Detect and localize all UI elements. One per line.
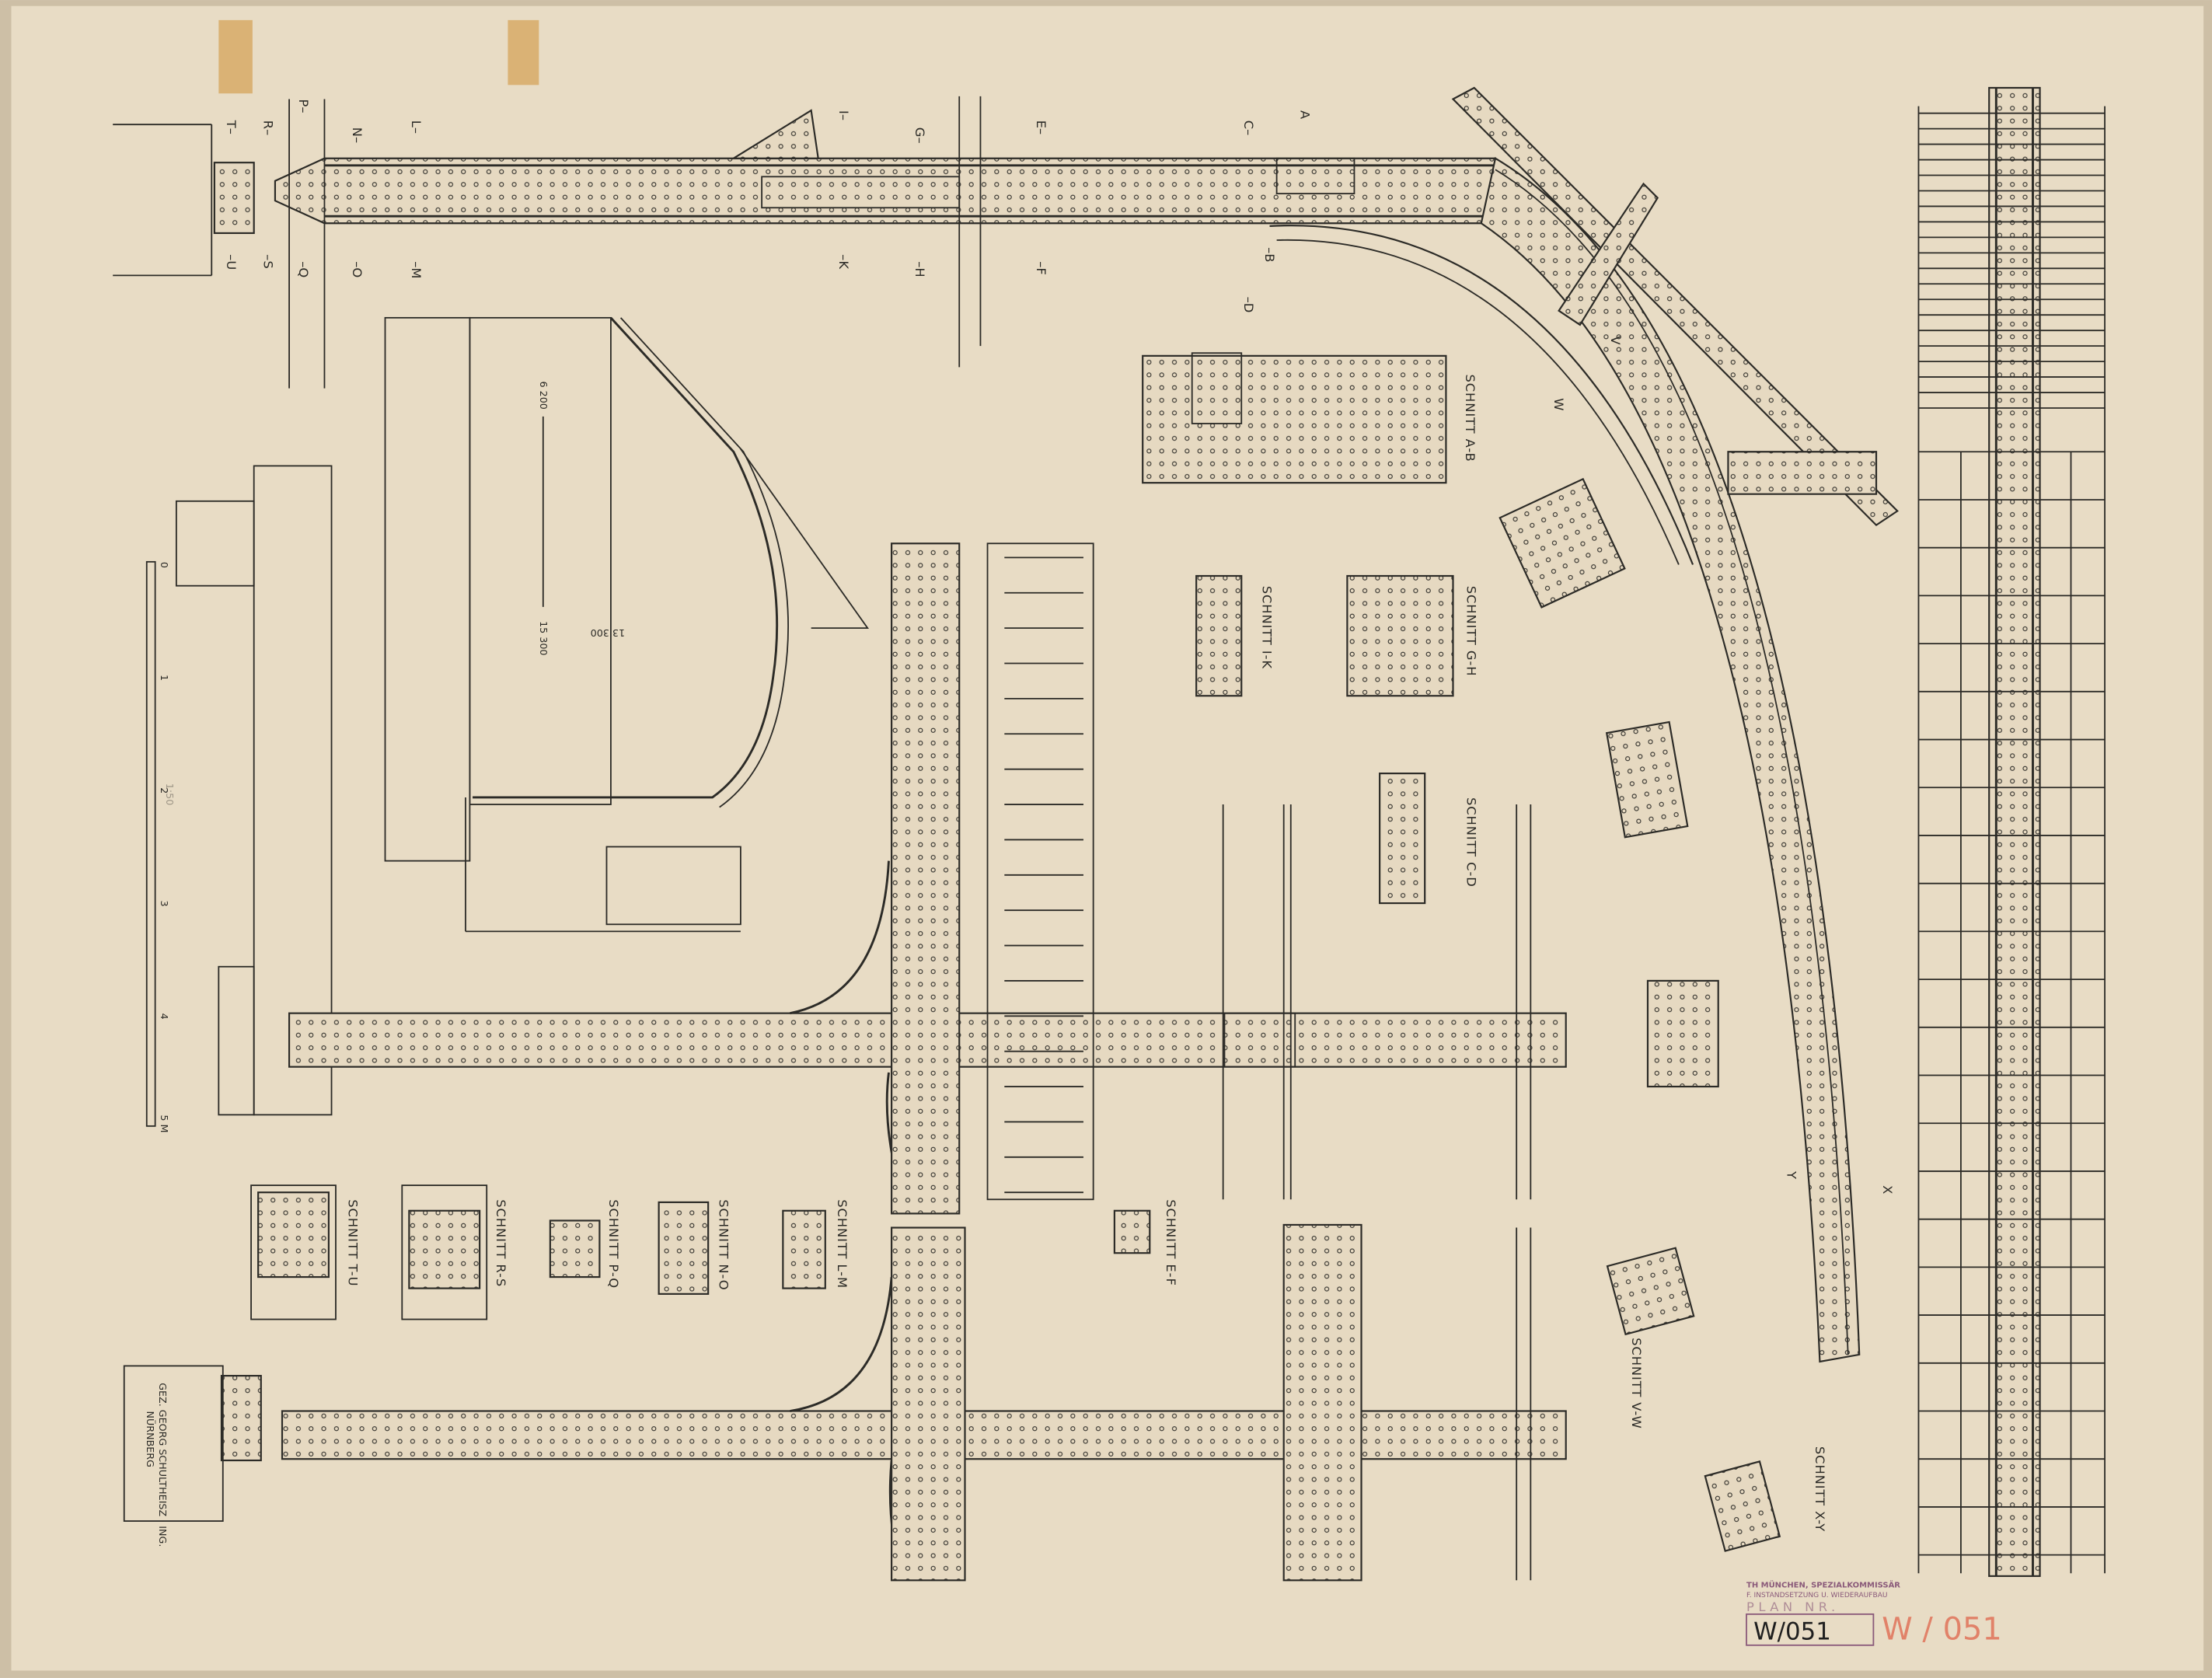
dimension-13300: 13 300: [591, 627, 625, 639]
svg-text:N–: N–: [350, 127, 365, 143]
plan-number: W/051: [1753, 1618, 1831, 1646]
label-schnitt-p-q: SCHNITT P-Q: [606, 1199, 621, 1289]
svg-text:–Q: –Q: [296, 261, 311, 277]
curved-girder: [1269, 86, 1899, 1363]
tape-left: [218, 19, 253, 94]
stamp-line-2: F. INSTANDSETZUNG U. WIEDERAUFBAU: [1746, 1592, 1888, 1600]
dimension-6200: 6 200: [538, 382, 550, 410]
right-lattice-girder: [1917, 86, 2106, 1577]
cut-letters: T– R– P– N– L– I– G– E– C– A –U –S –Q –O…: [224, 99, 1895, 1195]
svg-text:V: V: [1608, 336, 1623, 345]
svg-text:R–: R–: [260, 120, 275, 136]
paper: [11, 5, 2204, 1671]
signature-line-1: GEZ. GEORG SCHULTHEISZ · ING.: [157, 1383, 169, 1547]
label-schnitt-r-s: SCHNITT R-S: [494, 1199, 508, 1287]
label-schnitt-c-d: SCHNITT C-D: [1464, 797, 1479, 888]
svg-text:–F: –F: [1034, 261, 1048, 275]
label-schnitt-t-u: SCHNITT T-U: [345, 1199, 360, 1286]
signature-block: GEZ. GEORG SCHULTHEISZ · ING. NÜRNBERG: [145, 1383, 169, 1547]
svg-text:5 M: 5 M: [159, 1115, 170, 1132]
svg-text:–H: –H: [912, 261, 927, 277]
stamp-line-1: TH MÜNCHEN, SPEZIALKOMMISSÄR: [1746, 1579, 1900, 1589]
svg-text:1: 1: [159, 675, 170, 681]
tape-right: [508, 19, 539, 85]
label-schnitt-x-y: SCHNITT X-Y: [1813, 1446, 1827, 1532]
svg-text:C–: C–: [1241, 120, 1256, 136]
columns: [891, 542, 1532, 1582]
svg-text:X: X: [1880, 1185, 1895, 1194]
svg-text:Y: Y: [1785, 1170, 1799, 1179]
svg-text:2: 2: [159, 787, 170, 794]
svg-text:–D: –D: [1241, 297, 1256, 313]
svg-text:G–: G–: [912, 127, 927, 144]
label-schnitt-e-f: SCHNITT E-F: [1164, 1199, 1178, 1286]
svg-text:3: 3: [159, 900, 170, 906]
scale-bar: 0 1 2 3 4 5 M 1:50: [145, 560, 176, 1132]
red-plan-number: W / 051: [1882, 1612, 2002, 1648]
svg-text:–M: –M: [409, 261, 424, 278]
label-schnitt-a-b: SCHNITT A-B: [1463, 374, 1478, 462]
label-schnitt-i-k: SCHNITT I-K: [1259, 586, 1274, 670]
svg-text:W: W: [1551, 398, 1566, 410]
svg-text:E–: E–: [1034, 120, 1048, 134]
svg-text:A: A: [1297, 110, 1312, 120]
svg-text:–O: –O: [350, 261, 365, 277]
scale-ratio: 1:50: [164, 783, 176, 805]
plan-stamp: TH MÜNCHEN, SPEZIALKOMMISSÄR F. INSTANDS…: [1746, 1579, 2002, 1648]
svg-text:–U: –U: [224, 254, 239, 270]
section-labels: SCHNITT A-B SCHNITT G-H SCHNITT I-K SCHN…: [345, 374, 1827, 1532]
svg-text:–K: –K: [836, 254, 851, 270]
svg-text:I–: I–: [836, 110, 851, 120]
signature-line-2: NÜRNBERG: [145, 1411, 157, 1467]
label-schnitt-v-w: SCHNITT V-W: [1629, 1338, 1644, 1429]
section-details: [250, 352, 1781, 1552]
cab-elevation: [175, 316, 870, 1116]
svg-text:L–: L–: [409, 120, 424, 134]
label-schnitt-l-m: SCHNITT L-M: [835, 1199, 850, 1289]
top-girder: [113, 96, 1497, 389]
svg-text:–B: –B: [1262, 247, 1277, 262]
label-schnitt-n-o: SCHNITT N-O: [717, 1199, 731, 1290]
label-schnitt-g-h: SCHNITT G-H: [1464, 586, 1479, 677]
svg-text:–S: –S: [260, 254, 275, 269]
dimension-15300: 15 300: [538, 621, 550, 655]
svg-text:P–: P–: [296, 99, 311, 113]
stamp-line-3: PLAN NR.: [1746, 1600, 1840, 1614]
svg-text:T–: T–: [224, 120, 239, 134]
svg-text:4: 4: [159, 1013, 170, 1020]
svg-text:0: 0: [159, 562, 170, 568]
